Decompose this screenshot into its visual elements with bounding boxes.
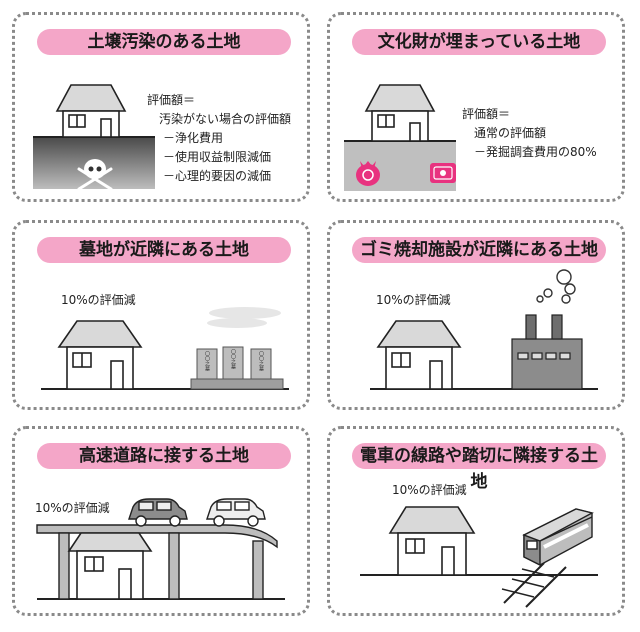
train-icon <box>522 508 594 567</box>
house-near-incinerator-illustration <box>370 269 598 390</box>
factory-icon <box>511 314 583 390</box>
house-icon <box>376 320 462 390</box>
gravestone-inscriptions: 〇〇之墓 〇〇之墓 〇〇之墓 <box>204 349 264 371</box>
panel-buried-cultural-property: 文化財が埋まっている土地 評価額＝ 通常の評価額 －発掘調査費用の80% <box>327 12 625 202</box>
formula-line: 評価額＝ <box>147 93 196 107</box>
panel-near-incinerator: ゴミ焼却施設が近隣にある土地 10%の評価減 <box>327 220 625 410</box>
house-icon <box>67 532 153 600</box>
valuation-formula: 評価額＝ 汚染がない場合の評価額 －浄化費用 －使用収益制限減価 －心理的要因の… <box>147 91 291 186</box>
car-icon <box>206 498 266 527</box>
gravestones-icon <box>190 346 284 390</box>
panel-title: 墓地が近隣にある土地 <box>37 237 291 263</box>
panel-near-railway: 電車の線路や踏切に隣接する土地 10%の評価減 <box>327 426 625 616</box>
valuation-reduction-note: 10%の評価減 <box>61 293 136 307</box>
incense-smoke-icon <box>207 307 281 328</box>
panel-near-expressway: 高速道路に接する土地 10%の評価減 <box>12 426 310 616</box>
house-near-expressway-illustration <box>36 498 285 600</box>
house-icon <box>364 84 436 142</box>
house-icon <box>55 84 127 138</box>
railway-track-icon <box>501 562 567 608</box>
formula-line: －使用収益制限減価 <box>163 150 272 164</box>
valuation-reduction-note: 10%の評価減 <box>35 501 110 515</box>
panel-title: 高速道路に接する土地 <box>37 443 291 469</box>
treasure-bag-icon <box>356 161 380 186</box>
panel-title: ゴミ焼却施設が近隣にある土地 <box>352 237 606 263</box>
house-icon <box>57 320 143 390</box>
valuation-formula: 評価額＝ 通常の評価額 －発掘調査費用の80% <box>462 105 597 162</box>
gravestone-text: 〇〇之墓 <box>258 351 264 371</box>
valuation-reduction-note: 10%の評価減 <box>392 483 467 497</box>
formula-line: 評価額＝ <box>462 107 511 121</box>
panel-title: 文化財が埋まっている土地 <box>352 29 606 55</box>
formula-line: 通常の評価額 <box>474 126 547 140</box>
formula-line: －発掘調査費用の80% <box>474 145 597 159</box>
house-near-railway-illustration <box>360 506 598 608</box>
formula-line: 汚染がない場合の評価額 <box>159 112 292 126</box>
house-near-cemetery-illustration: 〇〇之墓 〇〇之墓 〇〇之墓 <box>41 307 289 390</box>
gravestone-text: 〇〇之墓 <box>204 351 210 371</box>
gravestone-text: 〇〇之墓 <box>230 349 236 369</box>
valuation-reduction-note: 10%の評価減 <box>376 293 451 307</box>
panel-soil-contamination: 土壌汚染のある土地 評価額＝ 汚染がない場合の評価額 －浄化費用 －使用収益制限… <box>12 12 310 202</box>
expressway-icon <box>36 524 278 600</box>
panel-title: 電車の線路や踏切に隣接する土地 <box>352 443 606 492</box>
formula-line: －浄化費用 <box>163 131 224 145</box>
house-on-cultural-property-illustration <box>344 84 456 191</box>
house-icon <box>388 506 476 576</box>
smoke-icon <box>536 269 576 304</box>
panel-title: 土壌汚染のある土地 <box>37 29 291 55</box>
formula-line: －心理的要因の減価 <box>163 169 272 183</box>
house-on-contaminated-soil-illustration <box>33 84 155 191</box>
panel-near-cemetery: 墓地が近隣にある土地 10%の評価減 〇〇之墓 〇〇之墓 〇〇之墓 <box>12 220 310 410</box>
treasure-coin-icon <box>430 163 456 183</box>
skull-crossbones-icon <box>77 159 113 191</box>
car-icon <box>128 498 188 527</box>
